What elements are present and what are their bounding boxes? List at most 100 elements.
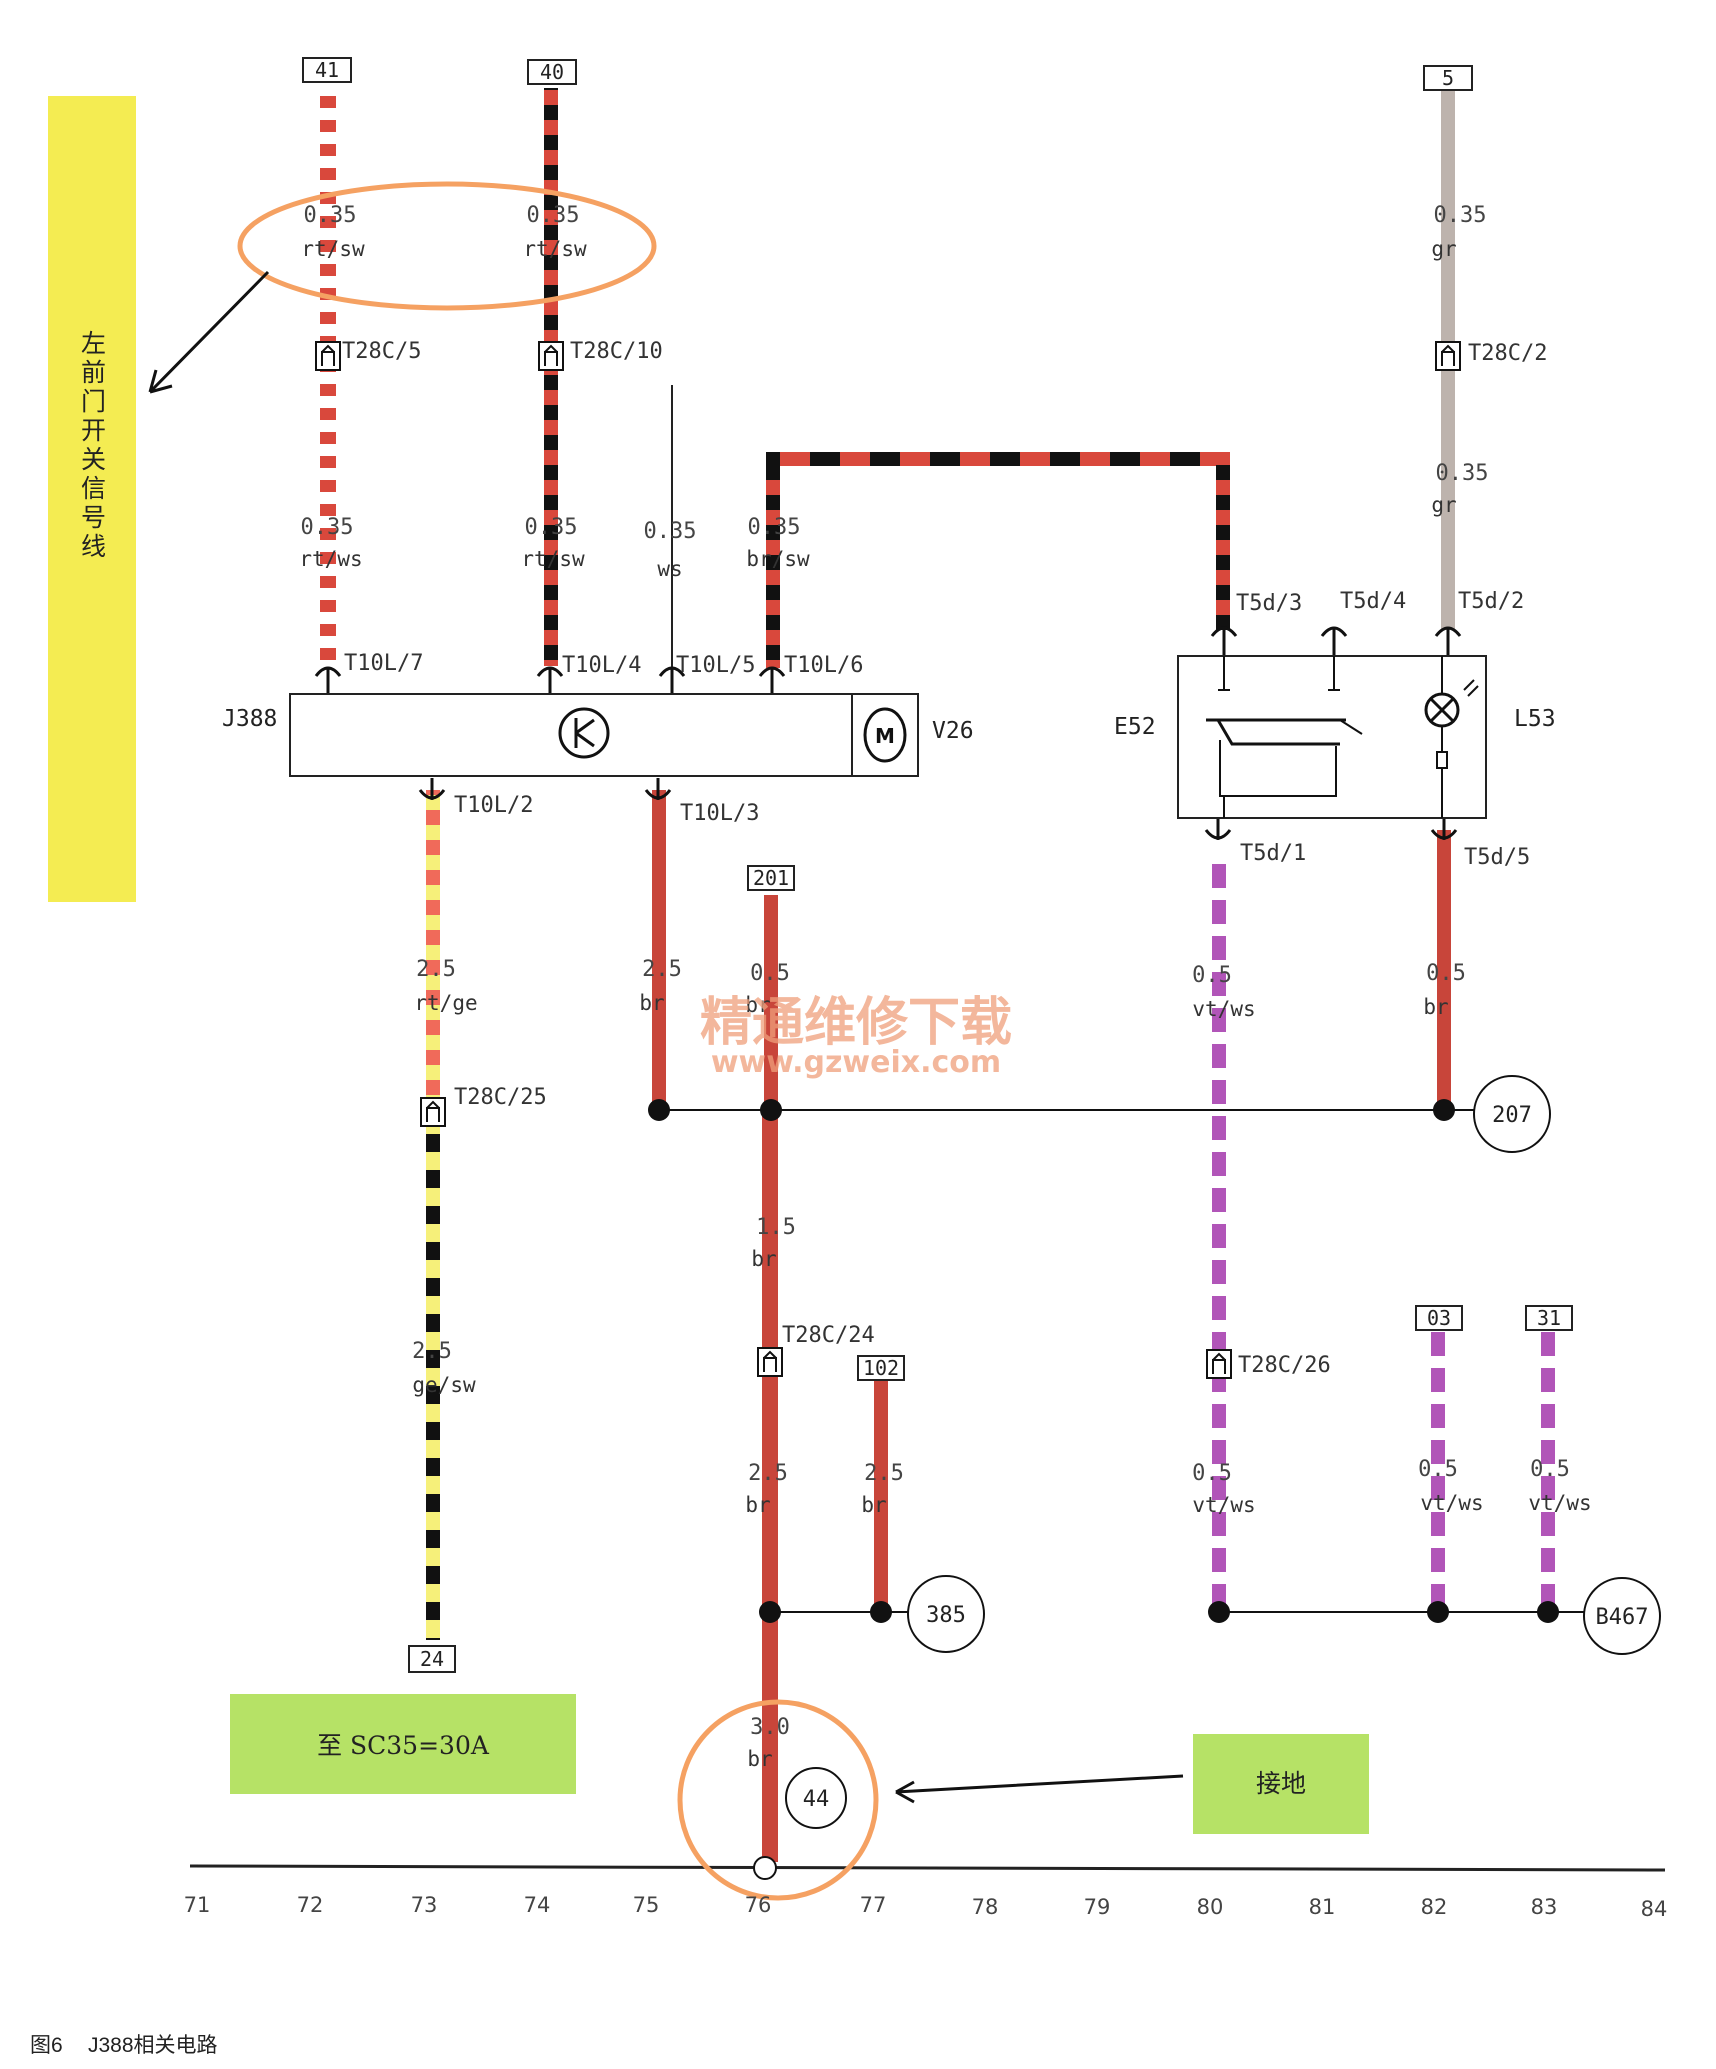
svg-text:41: 41 (315, 58, 339, 82)
wire-color-label: gr (1431, 493, 1456, 517)
wire-41 (320, 86, 336, 668)
scale-number: 76 (745, 1893, 772, 1917)
wire-br-sw-vert-right (1216, 452, 1230, 630)
ground-terminal (753, 1856, 777, 1880)
pin-label: T10L/6 (784, 653, 863, 678)
wire-color-label: rt/sw (521, 547, 585, 571)
wire-size-label: 0.35 (1434, 203, 1487, 228)
pin-label: T10L/2 (454, 793, 533, 818)
wire-color-label: ws (657, 557, 682, 581)
l53-label: L53 (1514, 706, 1556, 732)
v26-label: V26 (932, 718, 974, 744)
wire-br-102 (874, 1378, 888, 1612)
scale-number: 74 (524, 1893, 551, 1917)
connector-t28c-symbol (315, 341, 341, 371)
wire-ge-sw (426, 1095, 440, 1640)
pin-label: T5d/4 (1340, 589, 1406, 614)
left-door-label: 左前门开关信号线 (78, 330, 107, 562)
pin-label: T5d/3 (1236, 591, 1302, 616)
annotation-arrow-left-door (148, 270, 270, 394)
ground-point-44: 44 (785, 1767, 847, 1829)
e52-label: E52 (1114, 714, 1156, 740)
annotation-arrow-ground (895, 1774, 1184, 1804)
scale-number: 73 (411, 1893, 438, 1917)
connector-t28c-symbol (1435, 341, 1461, 371)
highlight-ellipse-rt-sw (237, 181, 657, 311)
wire-color-label: vt/ws (1192, 1493, 1255, 1517)
ground-point-b467: B467 (1583, 1577, 1661, 1655)
splice-dot (870, 1601, 892, 1623)
pin-label: T28C/10 (570, 339, 663, 364)
connector-31: 31 (1525, 1305, 1573, 1331)
wire-br-l53 (1437, 830, 1451, 1110)
svg-text:201: 201 (753, 866, 789, 890)
splice-dot (1427, 1601, 1449, 1623)
caption-figure: 图6 (30, 2034, 63, 2057)
scale-number: 77 (860, 1893, 887, 1917)
e52-l53-module (1177, 655, 1487, 819)
scale-number: 82 (1421, 1895, 1448, 1919)
connector-201: 201 (747, 865, 795, 891)
wire-br-t10l3 (652, 790, 666, 1110)
watermark-cn: 精通维修下载 (700, 992, 1012, 1053)
ground-point-385: 385 (907, 1575, 985, 1653)
svg-text:M: M (875, 724, 895, 748)
connector-t28c-symbol (420, 1097, 446, 1127)
ground-baseline (189, 1864, 1666, 1872)
pin-label: T10L/3 (680, 801, 759, 826)
svg-text:B467: B467 (1596, 1605, 1649, 1630)
splice-dot (1433, 1099, 1455, 1121)
wire-size-label: 0.35 (304, 203, 357, 228)
j388-label: J388 (222, 706, 277, 732)
pin-label: T5d/1 (1240, 841, 1306, 866)
wire-color-label: br (745, 1493, 770, 1517)
connector-t28c-symbol (757, 1347, 783, 1377)
wire-size-label: 0.5 (1530, 1457, 1570, 1482)
caption-title: J388相关电路 (88, 2034, 218, 2057)
scale-number: 80 (1197, 1895, 1224, 1919)
watermark-url: www.gzweix.com (711, 1045, 1001, 1080)
wire-size-label: 0.35 (748, 515, 801, 540)
splice-dot (1208, 1601, 1230, 1623)
connector-41: 41 (302, 57, 352, 83)
wire-size-label: 2.5 (864, 1461, 904, 1486)
wire-size-label: 0.5 (1192, 1461, 1232, 1486)
wire-size-label: 2.5 (642, 957, 682, 982)
wire-color-label: br (1423, 995, 1448, 1019)
fuse-highlight (230, 1694, 576, 1794)
pin-label: T28C/26 (1238, 1353, 1331, 1378)
wire-color-label: vt/ws (1192, 997, 1255, 1021)
wire-color-label: br (751, 1247, 776, 1271)
wire-vt-ws-e52 (1212, 862, 1226, 1614)
left-door-highlight (48, 96, 136, 902)
wire-color-label: br (747, 1747, 772, 1771)
pin-label: T28C/24 (782, 1323, 875, 1348)
ground-label: 接地 (1256, 1769, 1306, 1798)
wire-40 (544, 88, 558, 666)
wire-color-label: br/sw (746, 547, 810, 571)
pin-label: T5d/2 (1458, 589, 1524, 614)
wire-br-trunk (762, 1110, 778, 1862)
wire-size-label: 0.35 (525, 515, 578, 540)
wire-br-sw-vert-left (766, 452, 780, 668)
svg-text:102: 102 (863, 1356, 899, 1380)
svg-text:207: 207 (1492, 1103, 1532, 1128)
wire-color-label: br (745, 993, 770, 1017)
svg-text:44: 44 (803, 1787, 830, 1812)
wire-size-label: 2.5 (412, 1339, 452, 1364)
connector-5: 5 (1423, 65, 1473, 91)
wire-size-label: 2.5 (416, 957, 456, 982)
wire-color-label: rt/sw (301, 237, 365, 261)
svg-text:385: 385 (926, 1603, 966, 1628)
wire-color-label: br (861, 1493, 886, 1517)
pin-label: T5d/5 (1464, 845, 1530, 870)
scale-number: 79 (1084, 1895, 1111, 1919)
wire-size-label: 2.5 (748, 1461, 788, 1486)
svg-text:31: 31 (1537, 1306, 1561, 1330)
wire-rt-ge (426, 790, 440, 1095)
wire-color-label: vt/ws (1420, 1491, 1483, 1515)
j388-module: M (289, 693, 919, 777)
splice-dot (759, 1601, 781, 1623)
splice-dot (760, 1099, 782, 1121)
pin-label: T10L/5 (676, 653, 755, 678)
